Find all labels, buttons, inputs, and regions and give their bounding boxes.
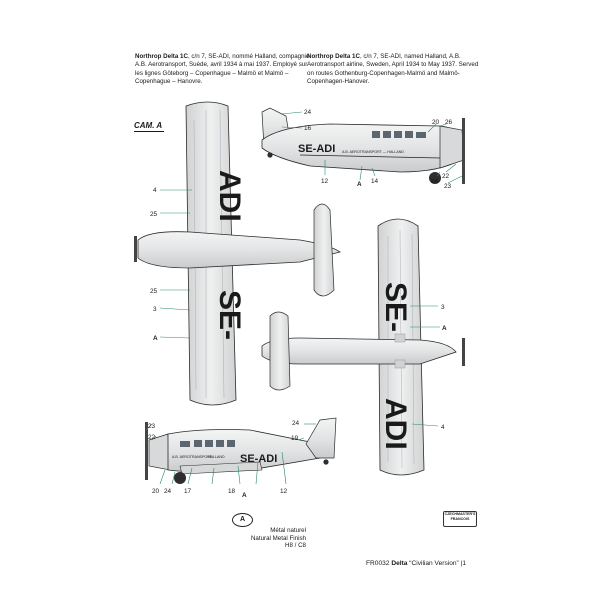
callout-lower-3: 3	[441, 304, 445, 311]
legend-line-2: Natural Metal Finish	[250, 534, 306, 542]
registration-fuselage-top: SE-ADI	[298, 143, 335, 155]
callout-top-22: 22	[442, 173, 450, 180]
callout-bottom-19: 19	[291, 435, 299, 442]
callout-bottom-12: 12	[280, 488, 288, 495]
camouflage-label: CAM. A	[134, 121, 164, 132]
fuselage-script-top: A.B. AEROTRANSPORT — HALLAND	[342, 150, 404, 154]
description-french: Northrop Delta 1C, c/n 7, SE-ADI, nommé …	[135, 53, 313, 87]
description-english: Northrop Delta 1C, c/n 7, SE-ADI, named …	[307, 53, 485, 87]
publisher-logo: CZECHMASTER'S FRANCOIS	[443, 511, 477, 527]
legend-line-1: Métal naturel	[270, 527, 306, 534]
registration-wing-lower-adi: ADI	[379, 398, 412, 450]
callout-upper-25: 25	[150, 211, 158, 218]
page-footer: FR0032 Delta “Civilian Version” |1	[366, 560, 466, 567]
legend-badge: A	[232, 513, 253, 527]
callout-top-26: 26	[445, 119, 453, 126]
logo-line-1: CZECHMASTER'S	[444, 512, 476, 516]
callout-upper-3: 3	[153, 306, 157, 313]
description-french-text: , c/n 7, SE-ADI, nommé Halland, compagni…	[135, 53, 310, 86]
description-french-title: Northrop Delta 1C	[135, 53, 188, 60]
callout-bottom-22: 22	[148, 434, 156, 441]
callout-top-24: 24	[304, 109, 312, 116]
callout-lower-4: 4	[441, 424, 445, 431]
description-english-text: , c/n 7, SE-ADI, named Halland, A.B. Aer…	[307, 53, 479, 86]
callout-numbers: 24 16 12 A 14 20 26 24 22 23 4 25 25 3 A…	[148, 109, 453, 499]
callout-bottom-20: 20	[152, 488, 160, 495]
footer-subtitle: “Civilian Version”	[407, 560, 459, 567]
callout-bottom-23: 23	[148, 423, 156, 430]
callout-top-20: 20	[432, 119, 440, 126]
footer-separator: |	[460, 560, 463, 567]
fuselage-script-bottom: A.B. AEROTRANSPORT	[172, 455, 213, 459]
callout-top-16: 16	[304, 125, 312, 132]
registration-wing-lower-se: SE-	[379, 282, 412, 332]
description-english-title: Northrop Delta 1C	[307, 53, 360, 60]
callout-lower-24: 24	[292, 420, 300, 427]
callout-bottom-17: 17	[184, 488, 192, 495]
callout-upper-25b: 25	[150, 288, 158, 295]
footer-product: Delta	[391, 560, 408, 567]
plan-view-upper: ADI SE-	[134, 101, 341, 406]
callout-bottom-24: 24	[164, 488, 172, 495]
fuselage-script-bottom-name: HALLAND	[208, 455, 225, 459]
callout-bottom-a: A	[242, 492, 247, 499]
registration-wing-upper-adi: ADI	[213, 170, 246, 222]
side-view-top: SE-ADI A.B. AEROTRANSPORT — HALLAND	[261, 107, 465, 184]
callout-top-a: A	[357, 181, 362, 188]
callout-bottom-18: 18	[228, 488, 236, 495]
legend-text: Métal naturel Natural Metal Finish H8 / …	[246, 527, 306, 550]
callout-top-24b: 24	[431, 178, 439, 185]
plan-view-lower: SE- ADI	[261, 218, 465, 476]
propeller-top-side	[462, 118, 465, 184]
legend-line-3: H8 / C8	[285, 542, 306, 550]
footer-page-number: 1	[462, 560, 466, 567]
registration-fuselage-bottom: SE-ADI	[240, 453, 277, 465]
callout-lower-a: A	[442, 325, 447, 332]
side-view-bottom: SE-ADI A.B. AEROTRANSPORT HALLAND	[145, 417, 337, 485]
callout-upper-a: A	[153, 335, 158, 342]
callout-upper-4: 4	[153, 187, 157, 194]
logo-line-2: FRANCOIS	[450, 516, 470, 521]
callout-top-12: 12	[321, 178, 329, 185]
registration-wing-upper-se: SE-	[213, 290, 246, 340]
callout-top-23: 23	[444, 183, 452, 190]
footer-code: FR0032	[366, 560, 390, 567]
callout-top-14: 14	[371, 178, 379, 185]
